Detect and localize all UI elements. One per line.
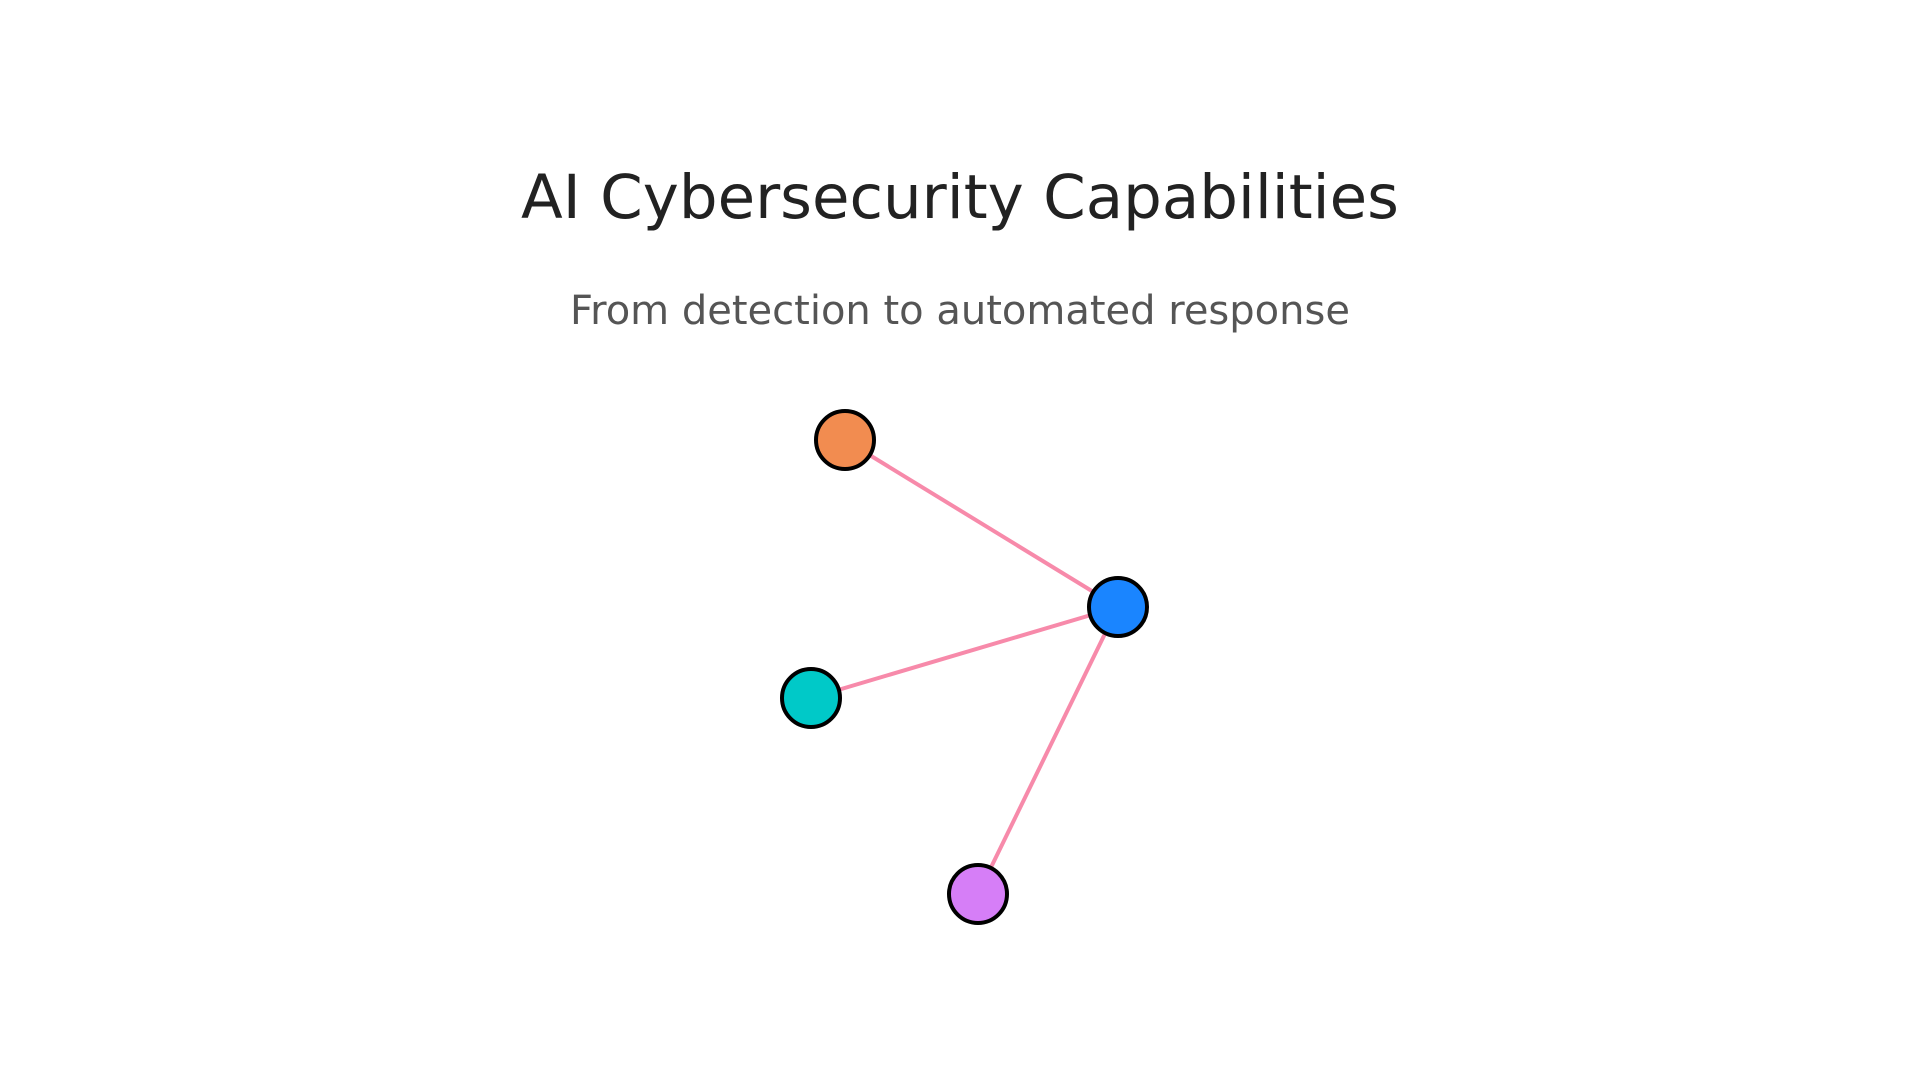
- edges-layer: [810, 438, 1120, 895]
- node-bottom: [947, 863, 1009, 925]
- node-left: [780, 667, 842, 729]
- nodes-layer: [780, 409, 1149, 925]
- edge-hub-bottom: [976, 606, 1120, 895]
- slide-subtitle: From detection to automated response: [570, 288, 1350, 334]
- slide-title: AI Cybersecurity Capabilities: [521, 162, 1399, 233]
- edge-hub-top-left: [843, 438, 1120, 609]
- node-hub: [1087, 576, 1149, 638]
- edge-hub-left: [810, 605, 1119, 700]
- node-top-left: [814, 409, 876, 471]
